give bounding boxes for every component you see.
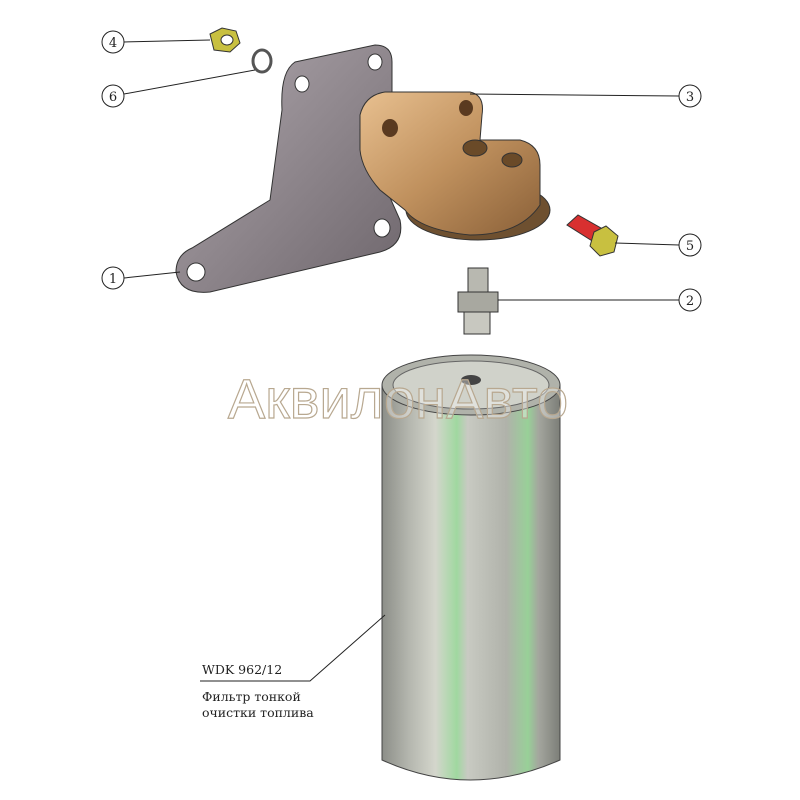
bolt-part <box>566 214 619 257</box>
svg-text:6: 6 <box>109 90 117 105</box>
svg-text:3: 3 <box>686 90 694 105</box>
callout-3: 3 <box>678 84 702 108</box>
fitting-part <box>457 267 499 335</box>
watermark-text: АквилонАвто <box>228 367 568 430</box>
callout-4: 4 <box>101 30 125 54</box>
callout-6: 6 <box>101 84 125 108</box>
callout-5: 5 <box>678 233 702 257</box>
filter-description-line1: Фильтр тонкой <box>202 689 301 704</box>
svg-text:1: 1 <box>109 272 117 287</box>
svg-text:5: 5 <box>686 239 694 254</box>
svg-text:4: 4 <box>109 36 117 51</box>
callout-2: 2 <box>678 288 702 312</box>
filter-part-number: WDK 962/12 <box>202 662 283 677</box>
bracket-part <box>175 44 402 293</box>
filter-description-line2: очистки топлива <box>202 705 314 720</box>
washer-part <box>251 48 273 74</box>
leader-lines <box>123 39 680 682</box>
callout-1: 1 <box>101 266 125 290</box>
nut-part <box>209 27 241 53</box>
svg-text:2: 2 <box>686 294 694 309</box>
fuel-filter-part <box>381 354 561 781</box>
filter-head-part <box>359 91 551 241</box>
